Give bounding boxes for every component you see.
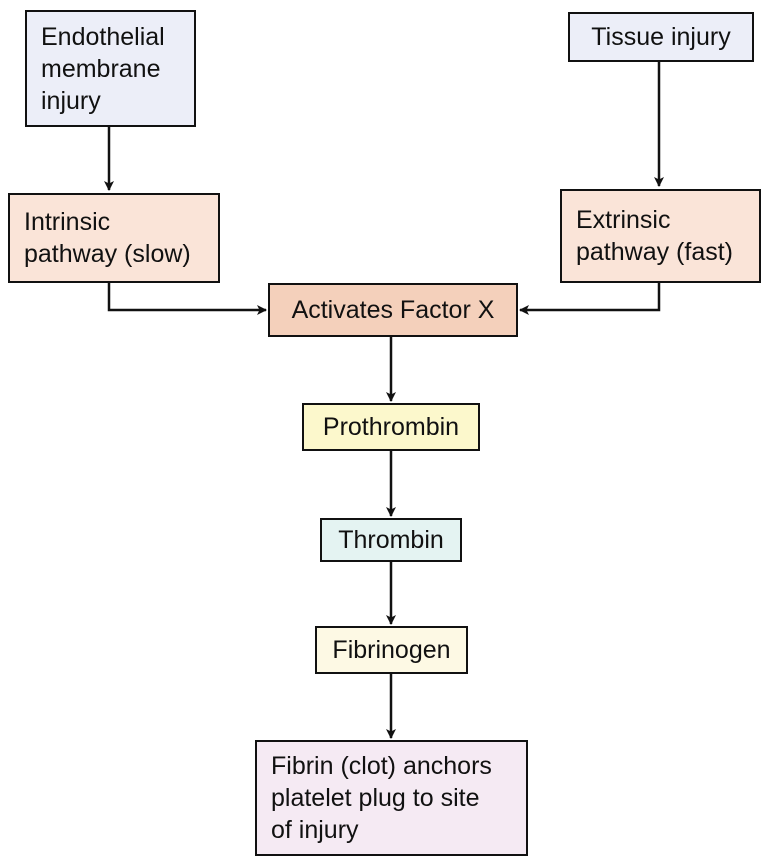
tissue-injury-box: Tissue injury: [568, 12, 754, 62]
fibrin-clot-box: Fibrin (clot) anchors platelet plug to s…: [255, 740, 528, 856]
thrombin-box: Thrombin: [320, 518, 462, 562]
fibrinogen-box: Fibrinogen: [315, 626, 468, 674]
activates-factor-x-label: Activates Factor X: [291, 296, 495, 324]
arrow-intrinsic-to-factor-x: [107, 283, 267, 315]
intrinsic-pathway-label: Intrinsic pathway (slow): [24, 208, 191, 268]
tissue-injury-label: Tissue injury: [591, 23, 731, 51]
extrinsic-pathway-label: Extrinsic pathway (fast): [576, 206, 734, 266]
endothelial-membrane-injury-box: Endothelial membrane injury: [25, 10, 196, 127]
endothelial-membrane-injury-label: Endothelial membrane injury: [41, 22, 165, 115]
intrinsic-pathway-box: Intrinsic pathway (slow): [8, 193, 220, 283]
prothrombin-label: Prothrombin: [322, 413, 460, 441]
extrinsic-pathway-box: Extrinsic pathway (fast): [560, 189, 761, 283]
prothrombin-box: Prothrombin: [302, 403, 480, 451]
activates-factor-x-box: Activates Factor X: [268, 283, 518, 337]
fibrinogen-label: Fibrinogen: [332, 636, 451, 664]
thrombin-label: Thrombin: [338, 526, 444, 554]
fibrin-clot-label: Fibrin (clot) anchors platelet plug to s…: [271, 752, 492, 844]
arrow-extrinsic-to-factor-x: [519, 283, 661, 315]
